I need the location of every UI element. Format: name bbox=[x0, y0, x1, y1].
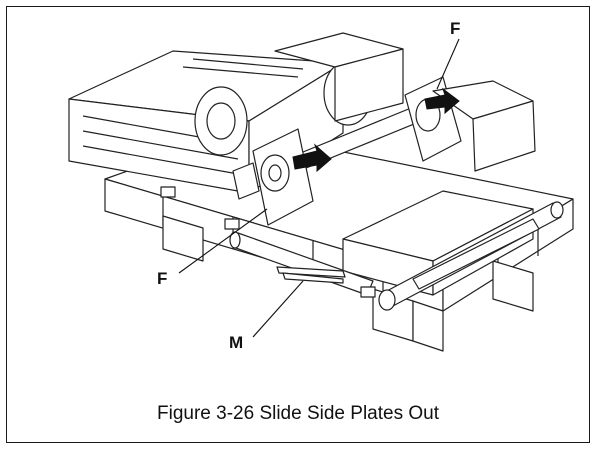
gear-housing bbox=[194, 32, 404, 156]
machine-illustration bbox=[68, 32, 574, 352]
callout-f-top: F bbox=[450, 19, 461, 38]
right-housing bbox=[432, 80, 536, 172]
callout-f-left: F bbox=[157, 269, 168, 288]
callout-m: M bbox=[229, 333, 244, 352]
left-side-plate bbox=[232, 128, 314, 226]
figure-caption: Figure 3-26 Slide Side Plates Out bbox=[157, 403, 439, 424]
direction-arrows bbox=[292, 87, 460, 173]
leader-lines bbox=[178, 38, 460, 338]
lever-m bbox=[276, 266, 346, 284]
lower-rollers bbox=[229, 201, 564, 311]
arrow-right-plate bbox=[424, 87, 460, 115]
arrow-left-plate bbox=[292, 143, 332, 173]
figure-frame: F F M Figure 3-26 Slide Side Plates Out bbox=[6, 6, 590, 443]
